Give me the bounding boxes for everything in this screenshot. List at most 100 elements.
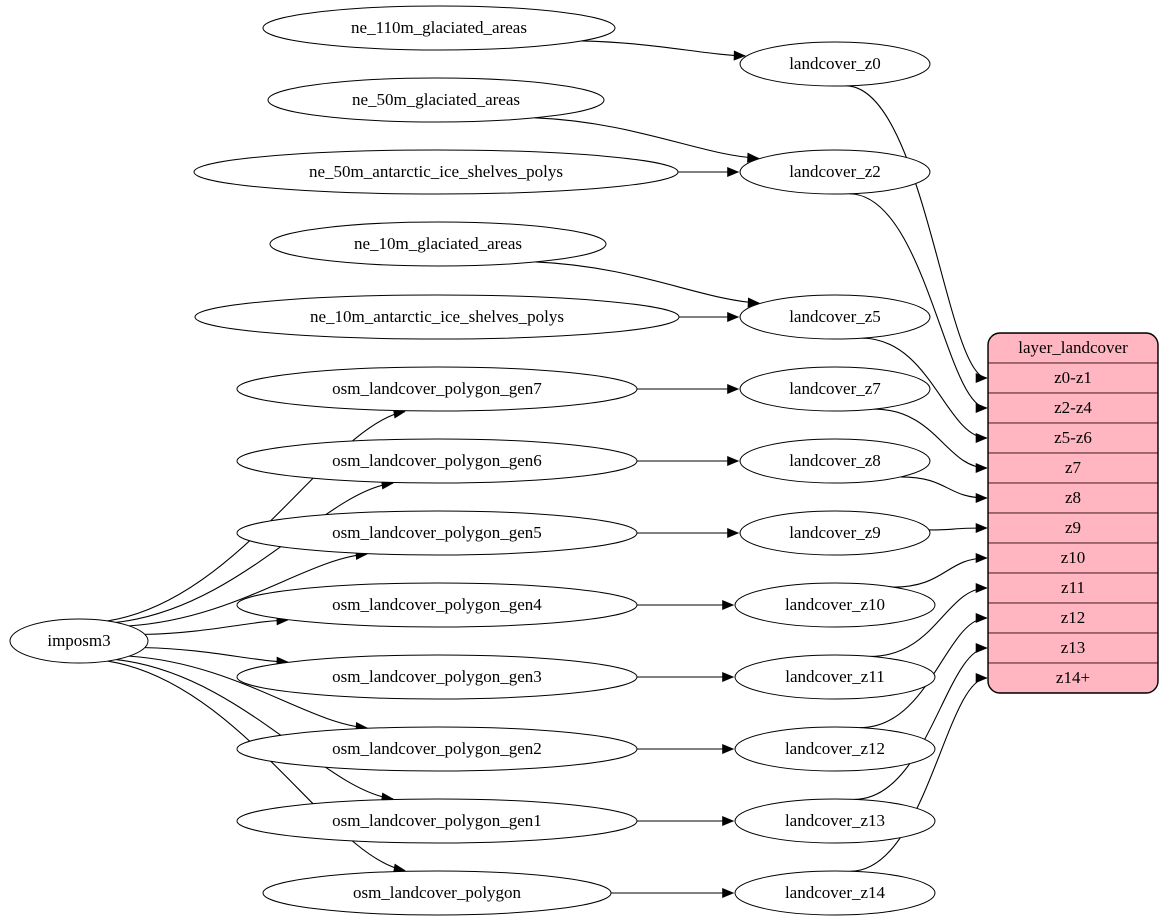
edge-line xyxy=(115,659,393,800)
node-label: imposm3 xyxy=(47,631,110,650)
edge-line xyxy=(534,117,759,159)
edge-landcover_z2-to-z2-z4 xyxy=(849,193,988,414)
edge-line xyxy=(845,85,988,379)
node-ellipse xyxy=(739,149,931,195)
node-ellipse xyxy=(236,582,638,628)
node-osm_landcover_polygon_gen2[interactable]: osm_landcover_polygon_gen2 xyxy=(236,726,638,772)
node-osm_landcover_polygon_gen4[interactable]: osm_landcover_polygon_gen4 xyxy=(236,582,638,628)
edge-line xyxy=(900,476,988,499)
edge-line xyxy=(129,655,368,729)
node-landcover_z14[interactable]: landcover_z14 xyxy=(734,870,936,916)
node-label: landcover_z2 xyxy=(789,162,881,181)
edge-line xyxy=(107,660,406,872)
node-ne_10m_glaciated_areas[interactable]: ne_10m_glaciated_areas xyxy=(269,221,607,267)
arrow-head xyxy=(975,492,988,504)
arrow-head xyxy=(733,50,746,61)
node-ellipse xyxy=(739,294,931,340)
node-label: landcover_z12 xyxy=(785,739,885,758)
node-landcover_z13[interactable]: landcover_z13 xyxy=(734,798,936,844)
edge-landcover_z12-to-z12 xyxy=(859,612,988,729)
node-ellipse xyxy=(236,654,638,700)
node-landcover_z7[interactable]: landcover_z7 xyxy=(739,366,931,412)
table-row-z13[interactable] xyxy=(988,632,1158,664)
node-ellipse xyxy=(194,294,680,340)
table-row-label: z10 xyxy=(1061,548,1086,567)
edge-landcover_z0-to-z0-z1 xyxy=(845,85,988,384)
edge-landcover_z13-to-z13 xyxy=(854,642,988,800)
node-ellipse xyxy=(267,77,605,123)
node-label: ne_10m_glaciated_areas xyxy=(354,234,522,253)
table-header-label: layer_landcover xyxy=(1018,338,1128,357)
node-ne_50m_antarctic_ice_shelves_polys[interactable]: ne_50m_antarctic_ice_shelves_polys xyxy=(193,149,679,195)
edge-ne_10m_antarctic_ice_shelves_polys-to-landcover_z5 xyxy=(679,311,740,323)
edge-landcover_z14-to-z14+ xyxy=(850,672,988,872)
edge-landcover_z10-to-z10 xyxy=(893,552,988,588)
node-imposm3[interactable]: imposm3 xyxy=(9,618,149,664)
edge-osm_landcover_polygon_gen6-to-landcover_z8 xyxy=(637,455,740,467)
node-ne_50m_glaciated_areas[interactable]: ne_50m_glaciated_areas xyxy=(267,77,605,123)
table-row-label: z11 xyxy=(1061,578,1085,597)
table-row-z10[interactable] xyxy=(988,542,1158,574)
edge-ne_50m_antarctic_ice_shelves_polys-to-landcover_z2 xyxy=(677,166,740,178)
edge-line xyxy=(144,647,288,663)
arrow-head xyxy=(727,527,740,539)
table-row-z12[interactable] xyxy=(988,602,1158,634)
node-landcover_z8[interactable]: landcover_z8 xyxy=(739,438,931,484)
node-ellipse xyxy=(739,41,931,87)
node-ne_10m_antarctic_ice_shelves_polys[interactable]: ne_10m_antarctic_ice_shelves_polys xyxy=(194,294,680,340)
node-label: landcover_z13 xyxy=(785,811,885,830)
layer-landcover-table[interactable]: layer_landcoverz0-z1z2-z4z5-z6z7z8z9z10z… xyxy=(987,332,1159,694)
table-row-z9[interactable] xyxy=(988,512,1158,544)
node-label: ne_10m_antarctic_ice_shelves_polys xyxy=(310,307,564,326)
arrow-head xyxy=(975,522,988,534)
node-ellipse xyxy=(236,366,638,412)
node-ne_110m_glaciated_areas[interactable]: ne_110m_glaciated_areas xyxy=(262,5,616,51)
node-label: osm_landcover_polygon_gen4 xyxy=(332,595,542,614)
node-landcover_z9[interactable]: landcover_z9 xyxy=(739,510,931,556)
edge-ne_110m_glaciated_areas-to-landcover_z0 xyxy=(581,40,746,61)
table-row-label: z12 xyxy=(1061,608,1086,627)
node-osm_landcover_polygon_gen6[interactable]: osm_landcover_polygon_gen6 xyxy=(236,438,638,484)
node-osm_landcover_polygon_gen1[interactable]: osm_landcover_polygon_gen1 xyxy=(236,798,638,844)
edge-line xyxy=(849,193,988,409)
node-landcover_z10[interactable]: landcover_z10 xyxy=(734,582,936,628)
edge-osm_landcover_polygon_gen2-to-landcover_z12 xyxy=(636,743,735,755)
node-label: osm_landcover_polygon_gen3 xyxy=(332,667,542,686)
node-osm_landcover_polygon[interactable]: osm_landcover_polygon xyxy=(262,870,612,916)
node-osm_landcover_polygon_gen3[interactable]: osm_landcover_polygon_gen3 xyxy=(236,654,638,700)
node-ellipse xyxy=(262,870,612,916)
edge-landcover_z5-to-z5-z6 xyxy=(861,337,988,444)
node-landcover_z5[interactable]: landcover_z5 xyxy=(739,294,931,340)
arrow-head xyxy=(727,166,740,178)
arrow-head xyxy=(975,432,988,444)
edge-landcover_z11-to-z11 xyxy=(870,582,988,657)
node-osm_landcover_polygon_gen7[interactable]: osm_landcover_polygon_gen7 xyxy=(236,366,638,412)
table-row-z0-z1[interactable] xyxy=(988,362,1158,394)
edge-line xyxy=(861,337,988,439)
table-row-z14+[interactable] xyxy=(988,662,1158,693)
arrow-head xyxy=(975,672,988,684)
edge-imposm3-to-osm_landcover_polygon_gen4 xyxy=(144,615,289,635)
table-row-z2-z4[interactable] xyxy=(988,392,1158,424)
table-row-label: z5-z6 xyxy=(1054,428,1092,447)
node-label: ne_110m_glaciated_areas xyxy=(351,18,527,37)
node-osm_landcover_polygon_gen5[interactable]: osm_landcover_polygon_gen5 xyxy=(236,510,638,556)
table-row-z8[interactable] xyxy=(988,482,1158,514)
arrow-head xyxy=(722,671,735,683)
arrow-head xyxy=(727,311,740,323)
node-landcover_z0[interactable]: landcover_z0 xyxy=(739,41,931,87)
table-row-label: z8 xyxy=(1065,488,1081,507)
node-ellipse xyxy=(193,149,679,195)
node-landcover_z11[interactable]: landcover_z11 xyxy=(734,654,936,700)
table-header-cell xyxy=(988,333,1158,364)
node-label: landcover_z8 xyxy=(789,451,881,470)
node-landcover_z2[interactable]: landcover_z2 xyxy=(739,149,931,195)
node-ellipse xyxy=(236,510,638,556)
node-ellipse xyxy=(739,510,931,556)
node-ellipse xyxy=(269,221,607,267)
node-landcover_z12[interactable]: landcover_z12 xyxy=(734,726,936,772)
node-ellipse xyxy=(236,438,638,484)
node-label: landcover_z5 xyxy=(789,307,881,326)
arrow-head xyxy=(722,599,735,611)
edge-line xyxy=(144,619,288,635)
